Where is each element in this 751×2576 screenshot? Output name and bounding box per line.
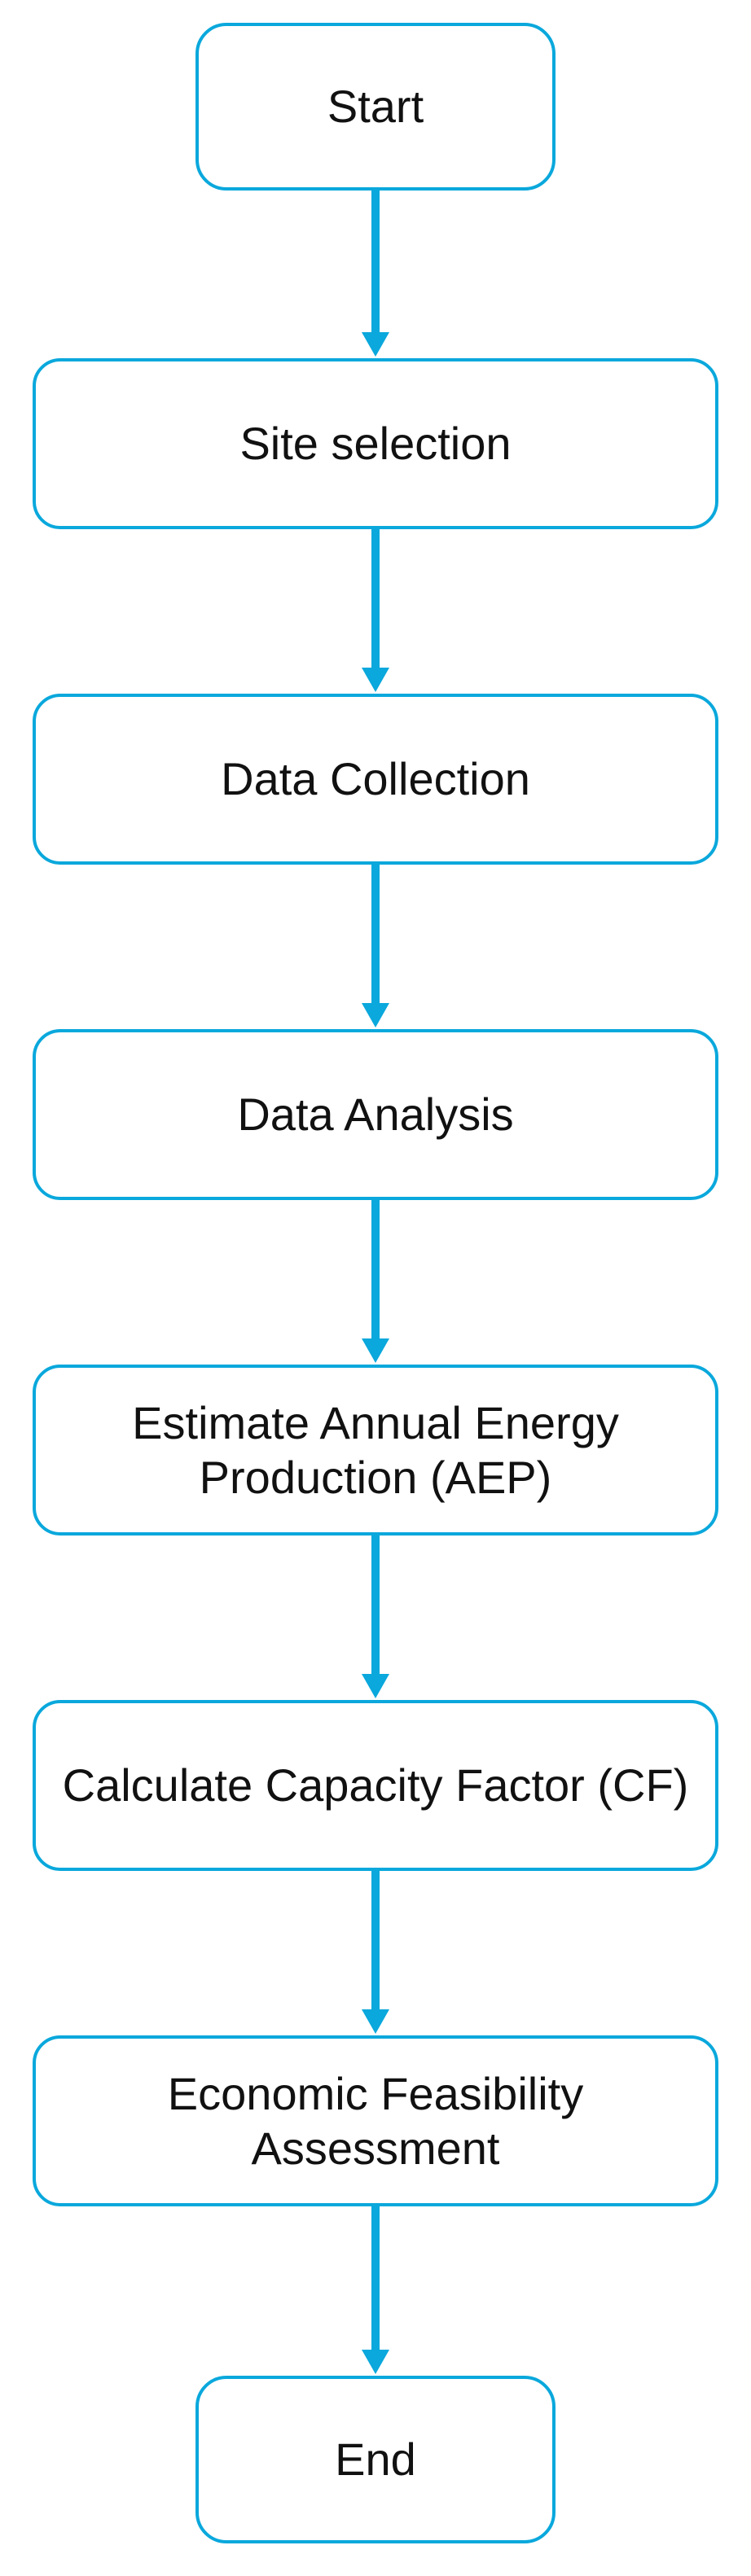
arrow-estimate-aep-to-calculate-cf — [362, 1536, 389, 1698]
data-collection-label: Data Collection — [221, 753, 530, 805]
arrow-start-to-site-selection — [362, 191, 389, 357]
estimate-aep-label: Estimate Annual Energy Production (AEP) — [132, 1396, 619, 1503]
data-analysis-step: Data Analysis — [33, 1029, 718, 1200]
end-terminal: End — [195, 2376, 556, 2543]
data-analysis-label: Data Analysis — [237, 1089, 514, 1141]
calculate-cf-step: Calculate Capacity Factor (CF) — [33, 1700, 718, 1871]
start-terminal: Start — [195, 23, 556, 191]
estimate-aep-step: Estimate Annual Energy Production (AEP) — [33, 1365, 718, 1536]
data-collection-step: Data Collection — [33, 694, 718, 865]
calculate-cf-label: Calculate Capacity Factor (CF) — [62, 1759, 689, 1812]
economic-feasibility-label: Economic Feasibility Assessment — [167, 2067, 584, 2174]
arrow-economic-feasibility-to-end — [362, 2206, 389, 2374]
arrow-site-selection-to-data-collection — [362, 529, 389, 692]
arrow-calculate-cf-to-economic-feasibility — [362, 1871, 389, 2034]
site-selection-step: Site selection — [33, 358, 718, 529]
arrow-data-analysis-to-estimate-aep — [362, 1200, 389, 1363]
site-selection-label: Site selection — [239, 418, 512, 470]
arrow-data-collection-to-data-analysis — [362, 865, 389, 1027]
end-label: End — [335, 2434, 416, 2486]
economic-feasibility-step: Economic Feasibility Assessment — [33, 2035, 718, 2206]
start-label: Start — [327, 81, 424, 133]
